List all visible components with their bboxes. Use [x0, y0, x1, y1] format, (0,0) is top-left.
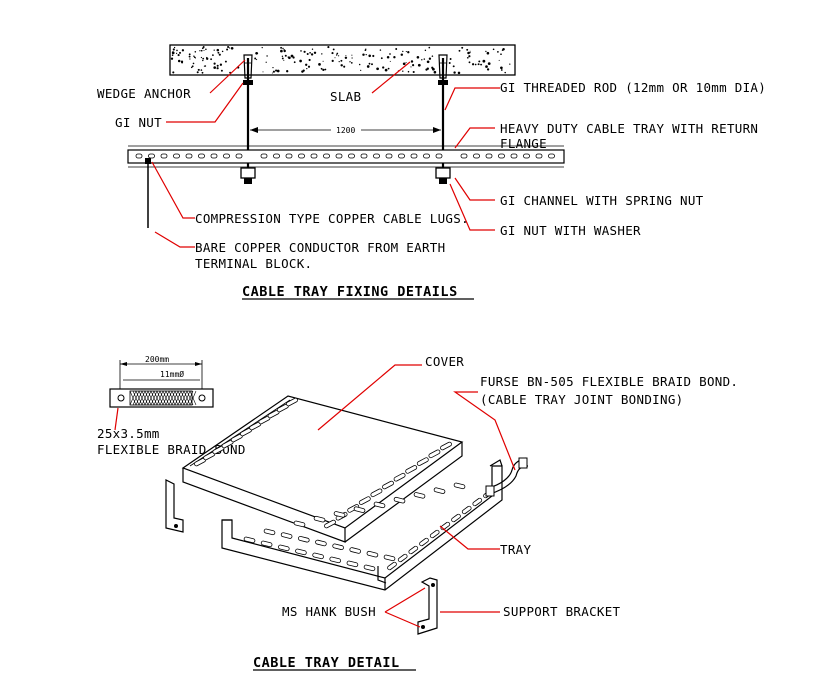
wedge-anchor-label: WEDGE ANCHOR [97, 86, 191, 101]
tray-cover [181, 395, 464, 543]
support-bracket-label: SUPPORT BRACKET [503, 604, 621, 619]
slab [169, 44, 516, 76]
dimension-1200: 1200 [250, 124, 441, 135]
braid-name-label: FLEXIBLE BRAID BOND [97, 442, 246, 457]
furse-label-line2: (CABLE TRAY JOINT BONDING) [480, 392, 683, 407]
braid-size-label: 25x3.5mm [97, 426, 160, 441]
gi-channel-nuts [240, 167, 451, 184]
tray-body [221, 459, 503, 591]
dim-200-label: 200mm [145, 355, 169, 364]
slab-label: SLAB [330, 89, 361, 104]
support-bracket-left [165, 479, 184, 533]
tray-return-label-line1: HEAVY DUTY CABLE TRAY WITH RETURN [500, 121, 758, 136]
cover-label: COVER [425, 354, 464, 369]
tray-detail-title: CABLE TRAY DETAIL [253, 655, 400, 671]
compression-lugs-label: COMPRESSION TYPE COPPER CABLE LUGS. [195, 211, 469, 226]
tray-return-label-line2: FLANGE [500, 136, 547, 151]
bare-copper-label-line2: TERMINAL BLOCK. [195, 256, 312, 271]
dim-11-label: 11mmØ [160, 369, 184, 379]
ms-hank-bush-label: MS HANK BUSH [282, 604, 376, 619]
gi-channel-label: GI CHANNEL WITH SPRING NUT [500, 193, 704, 208]
braid-bond-small: 200mm 11mmØ [109, 355, 214, 408]
furse-label-line1: FURSE BN-505 FLEXIBLE BRAID BOND. [480, 374, 738, 389]
dimension-label: 1200 [336, 126, 355, 135]
gi-nut-washer-label: GI NUT WITH WASHER [500, 223, 641, 238]
gi-nut-label: GI NUT [115, 115, 162, 130]
leaders-bottom [317, 364, 516, 628]
cable-tray-section [127, 145, 565, 168]
support-bracket-front [417, 577, 438, 635]
fixing-detail-title: CABLE TRAY FIXING DETAILS [242, 284, 458, 300]
tray-label: TRAY [500, 542, 531, 557]
bare-copper-label-line1: BARE COPPER CONDUCTOR FROM EARTH [195, 240, 445, 255]
gi-threaded-rod-label: GI THREADED ROD (12mm OR 10mm DIA) [500, 80, 766, 95]
leaders-top [151, 59, 500, 248]
braid-bond-joint [485, 457, 529, 497]
